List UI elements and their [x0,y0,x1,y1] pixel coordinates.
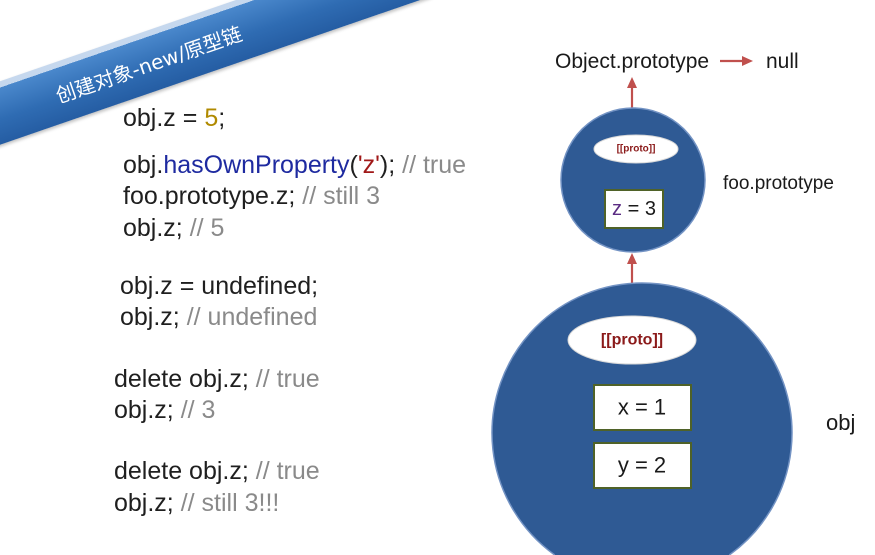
null-label: null [766,50,799,73]
obj-prop-box-x [593,384,692,431]
code-text: ( [349,151,358,179]
foo-prototype-proto-slot [593,134,679,164]
obj-proto-slot [567,315,697,365]
code-comment: // undefined [179,303,318,331]
code-line-delete: delete obj.z; // true [114,456,320,486]
arrow-head [742,56,753,66]
prop-value: = 3 [622,198,656,220]
code-text: delete obj.z; [114,457,249,485]
obj-proto-label: [[proto]] [601,332,663,349]
arrow-head [627,253,637,264]
code-line-delete: delete obj.z; // true [114,364,320,394]
code-line-has-own-property: obj.hasOwnProperty('z'); // true [123,150,466,180]
code-line-foo-prototype-z: foo.prototype.z; // still 3 [123,181,380,211]
code-line-obj-z-read: obj.z; // 3 [114,395,215,425]
foo-prototype-prop-text: z = 3 [612,198,656,220]
code-comment: // true [395,151,467,179]
obj-prop-box-y [593,442,692,489]
code-line-assign-undefined: obj.z = undefined; [120,271,318,301]
code-line-obj-z-read: obj.z; // still 3!!! [114,488,279,518]
code-text: obj.z = undefined; [120,272,319,300]
code-comment: // still 3!!! [173,489,280,517]
code-comment: // still 3 [295,182,381,210]
arrow-head [627,77,637,88]
foo-prototype-prop-box [604,189,664,229]
object-prototype-label: Object.prototype [555,50,709,73]
code-comment: // true [248,457,320,485]
code-text: ; [218,104,226,132]
obj-circle-outline [491,282,793,555]
code-line-obj-z-assign: obj.z = 5; [123,103,225,133]
code-text: ); [379,151,396,179]
code-text: obj.z; [123,214,183,242]
code-text: obj.z = [123,104,205,132]
code-line-obj-z-read: obj.z; // 5 [123,213,224,243]
obj-prop-y-text: y = 2 [618,453,666,478]
code-text: obj.z; [114,489,174,517]
code-text: obj.z; [120,303,180,331]
foo-prototype-label: foo.prototype [723,173,834,194]
code-comment: // true [248,365,320,393]
code-text: foo.prototype.z; [123,182,296,210]
obj-prop-x-text: x = 1 [618,395,666,420]
arrow-to-null [720,56,753,66]
code-text: obj.z; [114,396,174,424]
code-number: 5 [204,104,219,132]
code-comment: // 5 [182,214,225,242]
code-line-obj-z-read: obj.z; // undefined [120,302,317,332]
arrow-to-object-prototype [627,77,637,109]
arrow-to-foo-prototype [627,253,637,284]
prop-key: z [612,198,622,220]
code-text: obj. [123,151,164,179]
code-comment: // 3 [173,396,216,424]
foo-prototype-circle [560,107,706,253]
obj-label: obj [826,410,855,435]
foo-prototype-proto-label: [[proto]] [617,144,656,155]
code-text: delete obj.z; [114,365,249,393]
code-method: hasOwnProperty [163,151,350,179]
code-string: 'z' [357,151,380,179]
